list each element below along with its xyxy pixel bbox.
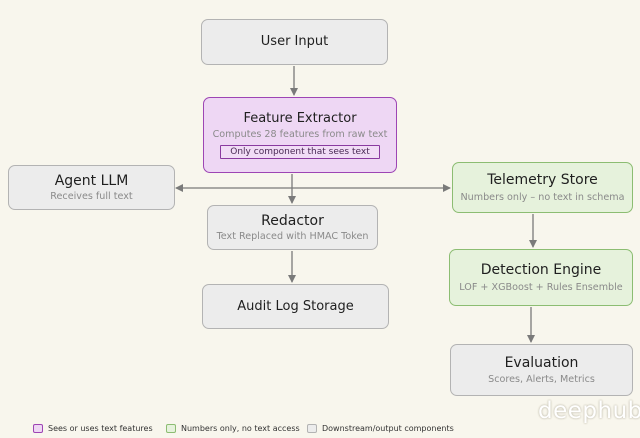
redactor-title: Redactor — [261, 213, 324, 230]
audit-log-storage-node: Audit Log Storage — [202, 284, 389, 329]
user-input-title: User Input — [260, 34, 329, 50]
evaluation-subtitle: Scores, Alerts, Metrics — [488, 374, 595, 386]
agent-llm-node: Agent LLM Receives full text — [8, 165, 175, 210]
legend-swatch-green — [166, 424, 176, 433]
legend-swatch-purple — [33, 424, 43, 433]
user-input-node: User Input — [201, 19, 388, 65]
detection-engine-node: Detection Engine LOF + XGBoost + Rules E… — [449, 249, 633, 306]
legend-item-downstream: Downstream/output components — [307, 424, 454, 433]
telemetry-store-title: Telemetry Store — [487, 172, 598, 189]
legend-label-downstream: Downstream/output components — [322, 424, 454, 433]
legend-label-text-features: Sees or uses text features — [48, 424, 153, 433]
evaluation-title: Evaluation — [504, 354, 579, 371]
redactor-node: Redactor Text Replaced with HMAC Token — [207, 205, 378, 250]
telemetry-store-subtitle: Numbers only – no text in schema — [460, 191, 625, 203]
feature-extractor-subtitle: Computes 28 features from raw text — [212, 128, 388, 140]
feature-extractor-highlight-badge: Only component that sees text — [220, 144, 380, 159]
feature-extractor-title: Feature Extractor — [243, 111, 357, 127]
agent-llm-subtitle: Receives full text — [50, 190, 133, 202]
redactor-subtitle: Text Replaced with HMAC Token — [216, 230, 369, 242]
agent-llm-title: Agent LLM — [54, 173, 129, 190]
telemetry-store-node: Telemetry Store Numbers only – no text i… — [452, 162, 633, 213]
legend-item-numbers-only: Numbers only, no text access — [166, 424, 300, 433]
audit-log-storage-title: Audit Log Storage — [237, 298, 354, 314]
legend-item-text-features: Sees or uses text features — [33, 424, 153, 433]
legend-label-numbers-only: Numbers only, no text access — [181, 424, 300, 433]
deephub-watermark: deephub — [538, 398, 640, 424]
detection-engine-title: Detection Engine — [480, 262, 602, 279]
detection-engine-subtitle: LOF + XGBoost + Rules Ensemble — [459, 281, 623, 293]
feature-extractor-node: Feature Extractor Computes 28 features f… — [203, 97, 397, 173]
evaluation-node: Evaluation Scores, Alerts, Metrics — [450, 344, 633, 396]
legend-swatch-gray — [307, 424, 317, 433]
